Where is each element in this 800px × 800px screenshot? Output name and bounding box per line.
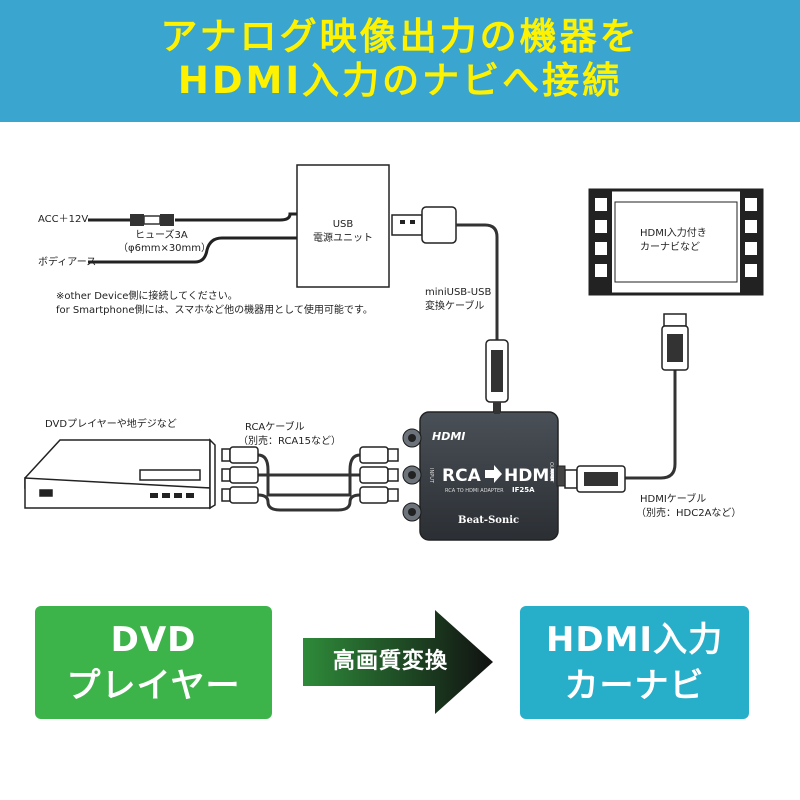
mini-usb-label-line1: miniUSB-USB <box>425 287 491 298</box>
mini-usb-plug-icon <box>485 339 509 412</box>
mini-usb-cable <box>456 223 499 340</box>
navi-screen-label-line2: カーナビなど <box>640 241 700 253</box>
converter-input-label: INPUT <box>428 468 434 484</box>
rca-plug-icon <box>221 446 399 504</box>
note-line2: for Smartphone側には、スマホなど他の機器用として使用可能です。 <box>56 303 373 316</box>
source-device-line1: DVD <box>110 619 197 660</box>
target-device-line2: カーナビ <box>564 665 705 706</box>
dvd-player-icon <box>24 438 216 510</box>
usb-plug-icon <box>391 206 457 244</box>
arrow-shape-icon <box>303 610 493 714</box>
hdmi-cable-label-line2: （別売：HDC2Aなど） <box>636 506 741 519</box>
note-line1: ※other Device側に接続してください。 <box>56 289 238 302</box>
rca-cables <box>257 453 361 512</box>
conversion-arrow: 高画質変換 <box>303 610 493 714</box>
target-device-line1: HDMI入力 <box>545 619 724 660</box>
converter-output-label: OUTPUT <box>548 462 554 483</box>
connection-diagram: ACC＋12V ボディアース ヒューズ3A （φ6mm×30mm） USB 電源… <box>24 164 764 541</box>
mini-usb-label-line2: 変換ケーブル <box>425 299 484 312</box>
fuse-icon <box>130 214 174 226</box>
source-device-box: DVD プレイヤー <box>35 606 272 719</box>
hdmi-plug-top-icon <box>661 313 689 371</box>
converter-model: IF25A <box>512 486 535 494</box>
converter-title-left: RCA <box>442 466 482 486</box>
target-device-box: HDMI入力 カーナビ <box>520 606 749 719</box>
fuse-label-line2: （φ6mm×30mm） <box>118 242 211 254</box>
converter-arrow-icon <box>485 465 502 483</box>
acc-label: ACC＋12V <box>38 214 88 225</box>
header-title-line2: HDMI入力のナビへ接続 <box>177 59 623 102</box>
arrow-label: 高画質変換 <box>332 649 448 674</box>
dvd-player-label: DVDプレイヤーや地デジなど <box>45 417 177 430</box>
header-banner: アナログ映像出力の機器を HDMI入力のナビへ接続 <box>0 0 800 122</box>
usb-power-unit: USB 電源ユニット <box>296 164 390 288</box>
converter-title-right: HDMI <box>504 466 556 486</box>
source-device-line2: プレイヤー <box>66 665 241 706</box>
navi-screen-label-line1: HDMI入力付き <box>640 226 707 239</box>
converter-subtitle: RCA TO HDMI ADAPTER <box>445 488 504 494</box>
usb-unit-label-line2: 電源ユニット <box>313 231 373 244</box>
rca-cable-label-line2: （別売：RCA15など） <box>238 434 341 447</box>
hdmi-plug-side-icon <box>564 465 626 493</box>
header-title-line1: アナログ映像出力の機器を <box>160 15 640 58</box>
converter-box-icon: HDMI RCA HDMI RCA TO HDMI ADAPTER IF25A … <box>402 411 566 541</box>
fuse-label-line1: ヒューズ3A <box>135 228 188 241</box>
usb-unit-label-line1: USB <box>333 219 354 230</box>
hdmi-cable-label-line1: HDMIケーブル <box>640 492 706 505</box>
converter-brand: Beat-Sonic <box>458 515 519 526</box>
converter-hdmi-logo: HDMI <box>432 430 465 443</box>
rca-cable-label-line1: RCAケーブル <box>245 420 305 433</box>
ground-label: ボディアース <box>38 255 96 268</box>
car-navi-icon: HDMI入力付き カーナビなど <box>588 188 764 296</box>
power-wires <box>88 212 297 264</box>
hdmi-cable <box>625 370 677 480</box>
